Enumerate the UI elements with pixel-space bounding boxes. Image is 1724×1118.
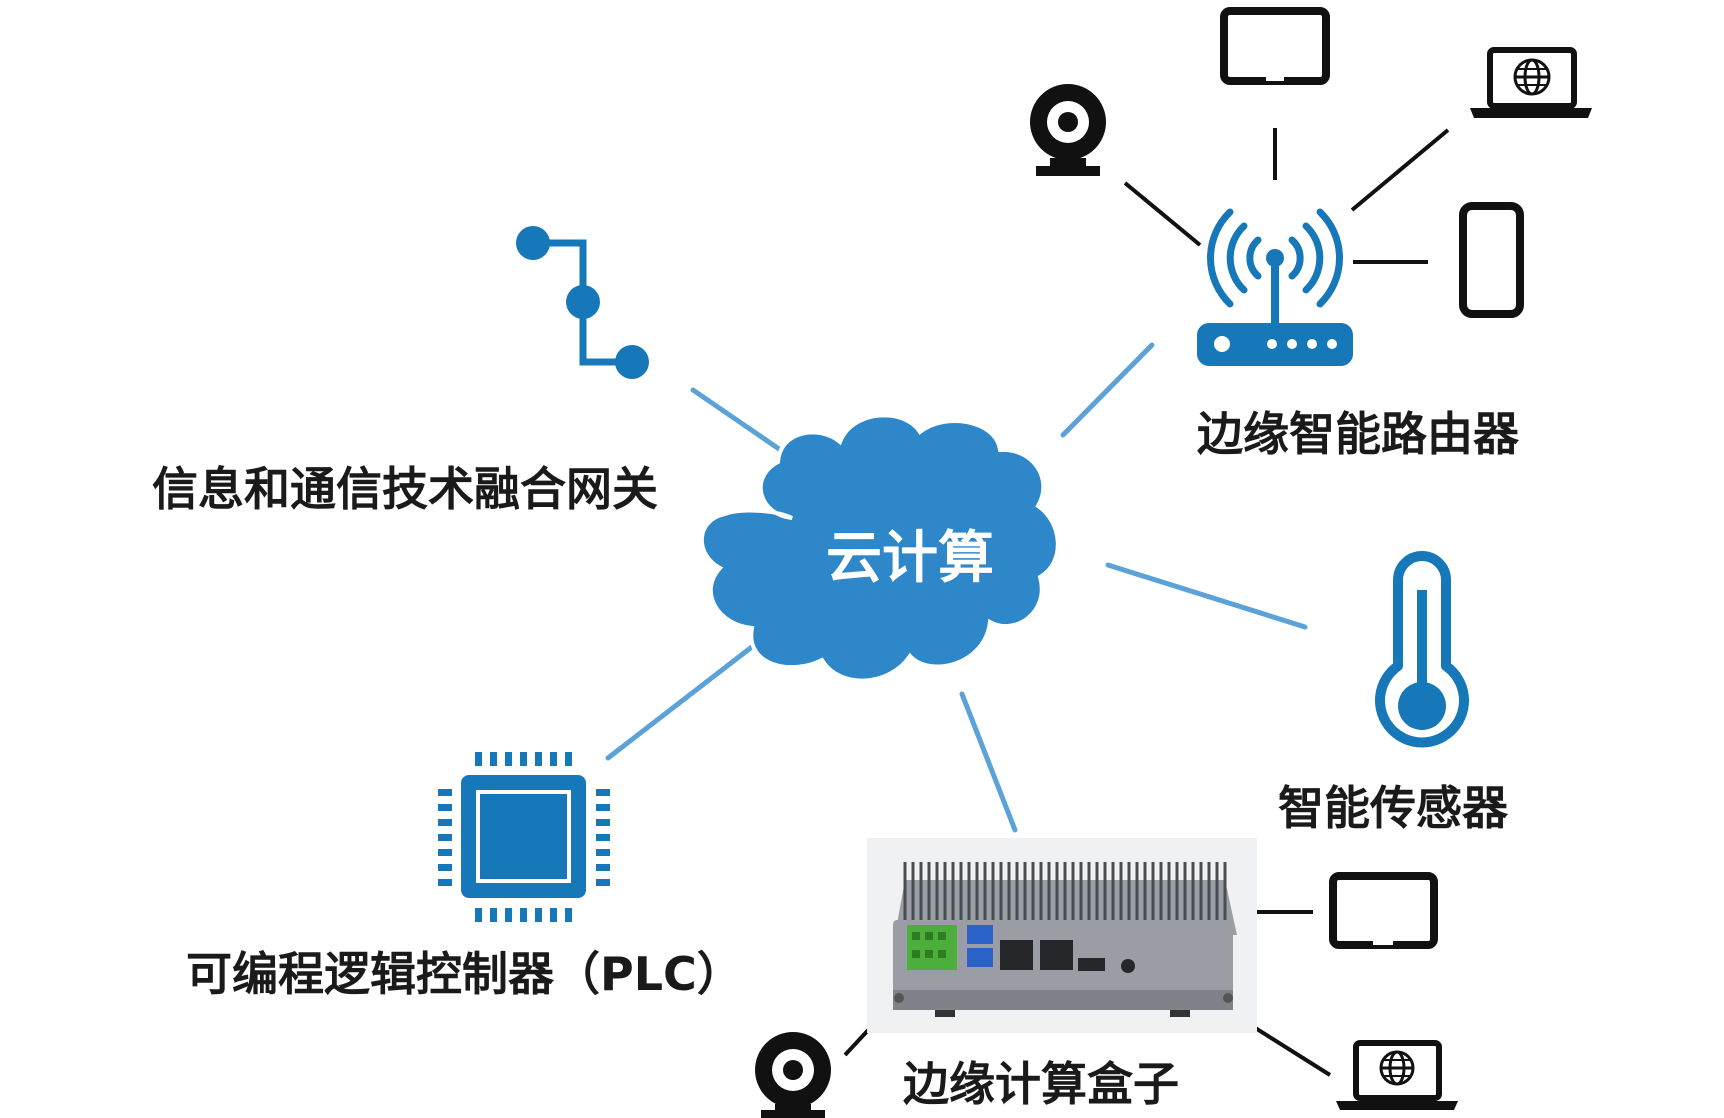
webcam-icon bbox=[755, 1032, 831, 1118]
link-router-laptop bbox=[1350, 128, 1450, 212]
link-edge-box bbox=[959, 691, 1018, 833]
edge-box-device-image bbox=[867, 838, 1257, 1033]
gateway-label: 信息和通信技术融合网关 bbox=[152, 462, 658, 516]
link-sensor bbox=[1105, 562, 1308, 630]
gateway-node-icon bbox=[516, 226, 649, 379]
router-label: 边缘智能路由器 bbox=[1197, 407, 1519, 461]
edge-box-label: 边缘计算盒子 bbox=[903, 1057, 1179, 1111]
sensor-label: 智能传感器 bbox=[1278, 781, 1508, 835]
tablet-icon bbox=[1220, 7, 1330, 85]
chip-icon bbox=[438, 752, 610, 922]
laptop-globe-icon bbox=[1470, 47, 1592, 118]
link-router-webcam bbox=[1123, 181, 1202, 247]
router-wifi-icon bbox=[1197, 208, 1353, 366]
cloud-label: 云计算 bbox=[826, 526, 994, 591]
tablet-icon bbox=[1329, 872, 1438, 949]
thermometer-icon bbox=[1375, 551, 1469, 748]
link-plc bbox=[605, 633, 769, 761]
plc-label: 可编程逻辑控制器（PLC） bbox=[186, 947, 743, 1001]
webcam-icon bbox=[1030, 84, 1106, 176]
cloud-icon bbox=[699, 413, 1060, 683]
smartphone-icon bbox=[1459, 202, 1524, 318]
link-router bbox=[1060, 342, 1155, 438]
laptop-globe-icon bbox=[1336, 1040, 1458, 1110]
